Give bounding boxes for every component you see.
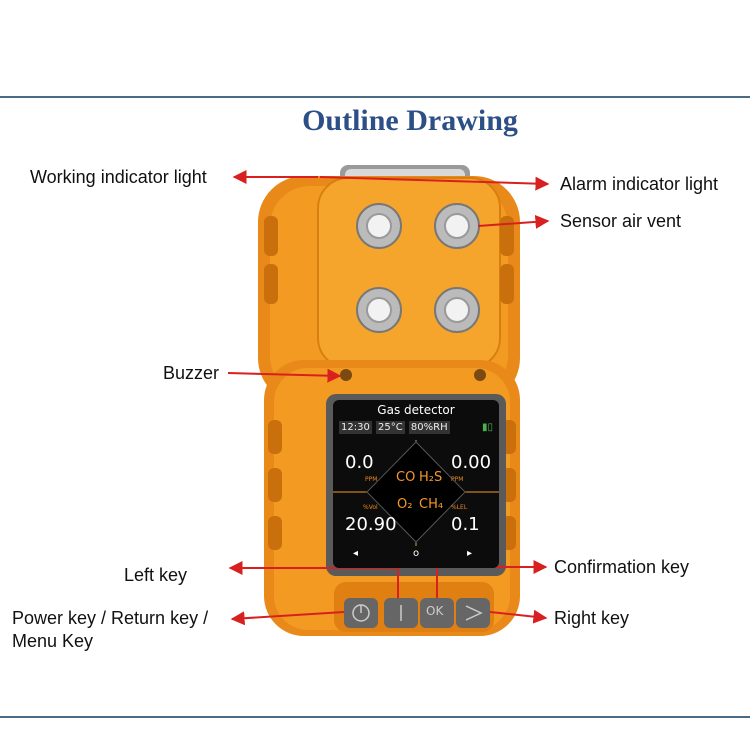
ok-key-graphic — [420, 598, 454, 628]
gas-o2-label: O₂ — [397, 497, 413, 512]
gas-co-label: CO — [396, 470, 416, 485]
h2s-unit: PPM — [451, 476, 464, 483]
label-power-key-line2: Menu Key — [12, 631, 94, 651]
h2s-value: 0.00 — [451, 452, 492, 473]
diagram-title: Outline Drawing — [302, 104, 518, 137]
ok-key-label: OK — [426, 604, 444, 618]
gas-ch4-label: CH₄ — [419, 497, 444, 512]
gas-diamond-graphic — [333, 440, 499, 546]
arrow-right-key — [489, 609, 548, 624]
status-bar: 12:30 25°C 80%RH — [339, 421, 451, 434]
label-sensor-vent: Sensor air vent — [560, 211, 682, 231]
o2-value: 20.90 — [345, 514, 397, 535]
arrow-sensor-vent — [477, 214, 550, 229]
label-right-key: Right key — [554, 608, 630, 628]
buzzer-hole-right — [474, 369, 486, 381]
right-key-graphic — [456, 598, 490, 628]
arrow-left-key — [228, 561, 399, 598]
label-working-indicator: Working indicator light — [30, 167, 207, 187]
status-humidity: 80%RH — [408, 421, 450, 434]
buzzer-hole — [340, 369, 352, 381]
sensor-vents — [356, 203, 480, 333]
co-unit: PPM — [365, 476, 378, 483]
arrow-buzzer — [227, 368, 342, 383]
ch4-value: 0.1 — [451, 514, 480, 535]
nav-center-icon: o — [413, 548, 420, 559]
arrow-power-key — [230, 611, 345, 626]
gas-h2s-label: H₂S — [419, 470, 443, 485]
nav-right-icon: ▸ — [467, 548, 473, 559]
left-key-graphic — [384, 598, 418, 628]
nav-left-icon: ◂ — [353, 548, 359, 559]
label-alarm-indicator: Alarm indicator light — [560, 174, 719, 194]
label-confirmation-key: Confirmation key — [554, 557, 690, 577]
lcd-screen: Gas detector 12:30 25°C 80%RH ▮▯ 0.0 PPM… — [333, 400, 499, 568]
ch4-unit: %LEL — [451, 504, 468, 511]
status-temp: 25°C — [376, 421, 405, 434]
status-time: 12:30 — [339, 421, 372, 434]
co-value: 0.0 — [345, 452, 374, 473]
power-key-graphic — [344, 598, 378, 628]
arrow-alarm-indicator — [319, 176, 550, 191]
label-buzzer: Buzzer — [163, 363, 220, 383]
screen-title: Gas detector — [377, 403, 455, 417]
battery-icon: ▮▯ — [481, 422, 493, 433]
top-rule — [0, 96, 750, 98]
screen-nav-bar: ◂ o ▸ — [333, 548, 499, 562]
label-left-key: Left key — [124, 565, 188, 585]
bottom-rule — [0, 716, 750, 718]
label-power-key-line1: Power key / Return key / — [12, 608, 209, 628]
o2-unit: %Vol — [363, 504, 378, 511]
